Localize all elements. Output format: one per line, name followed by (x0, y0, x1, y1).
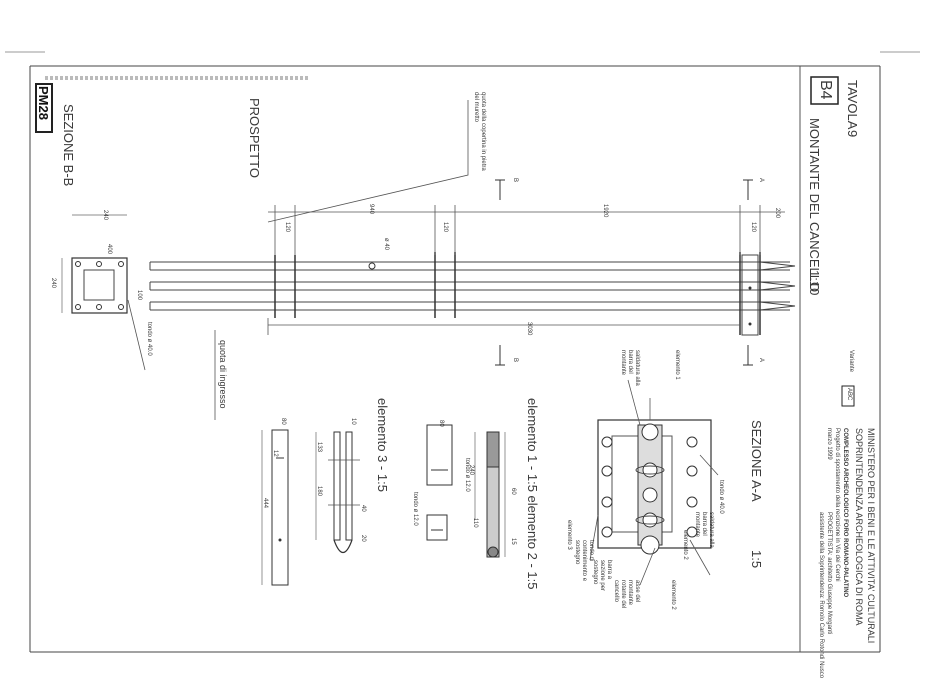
dim-60: 60 (510, 488, 516, 495)
note-phi-40: ø 40 (383, 238, 389, 251)
dimension-lines-top (268, 205, 785, 326)
bracket-dot (748, 322, 752, 326)
dim-120-a: 120 (750, 222, 756, 233)
table-label: TAVOLA (845, 80, 860, 130)
note-barra-cuscinetto: barra a sezione per sostegno (592, 560, 612, 592)
prospetto-elements (274, 252, 761, 335)
note-quota-copertina: quota della copertina in pietra del mure… (473, 92, 486, 171)
note-tondo-12-b: tondo ø 12.0 (412, 492, 418, 526)
dim-80-a: 80 (438, 420, 444, 427)
note-elemento-3-aa: elemento 3 (566, 520, 572, 550)
section-bb-plate (61, 214, 128, 314)
dim-120-c: 120 (284, 222, 290, 233)
table-id-box (810, 76, 839, 105)
dim-80-b: 80 (280, 418, 286, 425)
hole-marker (368, 262, 376, 270)
title-block-line-4: marzo 1999 (826, 428, 832, 460)
view-sezione-bb: SEZIONE B-B (61, 104, 76, 187)
dim-40: 40 (360, 505, 366, 512)
marker-b-bottom: B (512, 358, 518, 363)
section-aa-leaders (589, 379, 719, 586)
table-id: B4 (817, 80, 834, 100)
elemento-3-bar (261, 429, 289, 586)
sheet-code: PM28 (36, 86, 51, 120)
marker-a-top: A (758, 178, 764, 183)
dim-240-el: 240 (468, 465, 474, 476)
title-block-line-6: assistente della Soprintendenza: Romolo … (818, 512, 824, 679)
dim-120-b: 120 (442, 222, 448, 233)
dim-200: 200 (774, 208, 780, 219)
dim-3030: 3030 (526, 322, 532, 336)
dim-400: 400 (106, 244, 112, 255)
dim-240-bb-side: 240 (50, 278, 56, 289)
note-quota-ingresso: quota di ingresso (218, 340, 228, 409)
dim-1920: 1920 (602, 204, 608, 218)
table-number: 9 (845, 130, 860, 138)
view-elemento-3: elemento 3 - 1:5 (375, 398, 390, 492)
note-tondo-contenimento: tondo di contenimento e sostegno (574, 540, 594, 582)
note-elemento-2-b: elemento 2 (670, 580, 676, 610)
top-bracket (741, 254, 759, 336)
elemento-1-2-drawing (474, 431, 506, 558)
title-block-line-3: Progetto di spostamento della recinzione… (834, 428, 840, 582)
section-markers (495, 179, 753, 366)
dim-133: 133 (316, 442, 322, 453)
bracket-dot (748, 286, 752, 290)
variant-value: ABC (846, 388, 852, 401)
dim-10: 10 (350, 418, 356, 425)
dim-12: 12 (272, 450, 278, 457)
dim-100: 100 (136, 290, 142, 301)
dim-20: 20 (360, 535, 366, 542)
note-saldatura: saldatura alla barra del montante (620, 350, 640, 386)
elemento-1-2-plates (426, 424, 453, 541)
marker-b-top: B (512, 178, 518, 183)
note-elemento-1-aa: elemento 1 (674, 350, 680, 380)
note-tondo-40-bb: tondo ø 40.0 (146, 322, 152, 356)
title-block-line-0: MINISTERO PER I BENI E LE ATTIVITA' CULT… (866, 428, 876, 644)
marker-a-bottom: A (758, 358, 764, 363)
prospetto-rods (149, 261, 796, 311)
note-asse-montante: asse del montante rotante del cancello (613, 580, 640, 609)
note-tondo-40-aa: tondo ø 40.0 (718, 480, 724, 514)
title-block-line-1: SOPRINTENDENZA ARCHEOLOGICA DI ROMA (854, 428, 864, 626)
title-block-line-2: COMPLESSO ARCHEOLOGICO FORO ROMANO-PALAT… (842, 428, 848, 598)
dim-940: 940 (368, 204, 374, 215)
sheet-border (5, 51, 920, 653)
view-sezione-aa: SEZIONE A-A (749, 420, 764, 502)
leader-lines (127, 100, 469, 420)
drawing-title-scale: 1:10 (807, 270, 822, 296)
view-elementi-1-2: elemento 1 - 1:5 elemento 2 - 1:5 (525, 398, 540, 590)
elemento-3-drawing (315, 431, 360, 554)
section-aa-plate (597, 419, 712, 555)
note-saldatura-2: saldatura alla barra del montante (694, 512, 714, 548)
variant-label: Variante (848, 350, 854, 372)
title-block-line-5: PROGETTISTA: architetto Giuseppe Morgant… (826, 512, 832, 635)
variant-box (841, 385, 855, 407)
note-elemento-2-aa: elemento 2 (682, 530, 688, 560)
dim-444: 444 (262, 498, 268, 509)
dim-240-bb: 240 (102, 210, 108, 221)
view-prospetto: PROSPETTO (247, 98, 262, 178)
dim-110: 110 (472, 518, 478, 528)
code-box (35, 83, 53, 133)
dim-15: 15 (510, 538, 516, 545)
drawing-title: MONTANTE DEL CANCELLO (807, 118, 822, 293)
view-sezione-aa-scale: 1:5 (749, 550, 764, 569)
dim-180: 180 (316, 486, 322, 497)
